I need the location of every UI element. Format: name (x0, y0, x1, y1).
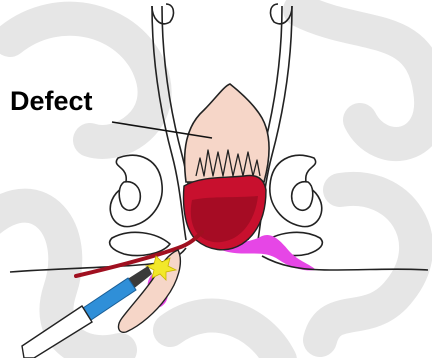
left-bone-structures (110, 155, 170, 255)
left-bone-inner-loop (119, 182, 140, 211)
watermark-swirl-mid-right (320, 189, 416, 340)
tissue-mass (185, 84, 269, 182)
right-bone-inner-loop (292, 182, 313, 211)
rectal-tissue (185, 84, 269, 182)
watermark-swirl-bottom (170, 316, 280, 358)
watermark-swirl-top-right (300, 10, 431, 144)
defect-label: Defect (10, 84, 93, 118)
watermark-swirl-top-left (10, 19, 155, 142)
